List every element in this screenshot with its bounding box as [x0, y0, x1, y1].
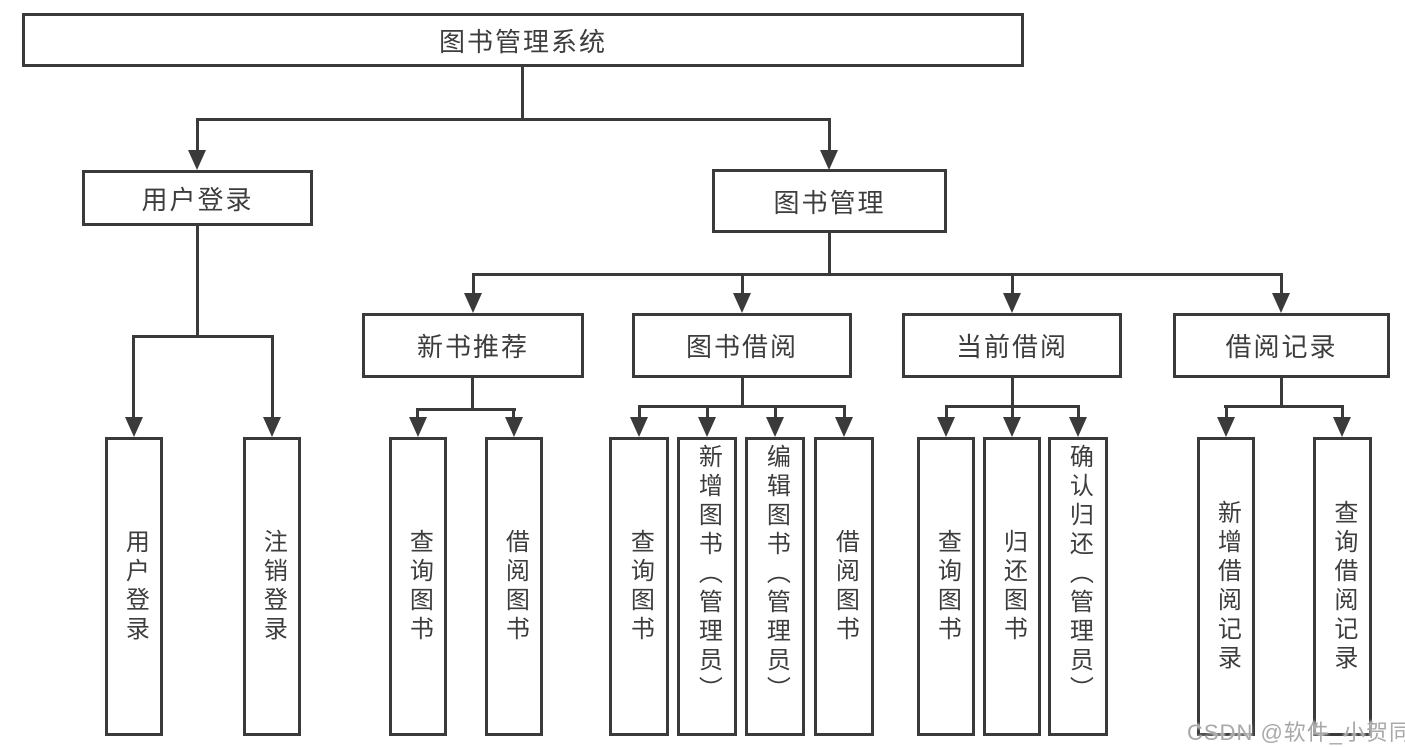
- node-label: 编辑图书（管理员）: [762, 444, 790, 705]
- leaf-confirm-return-admin: 确认归还（管理员）: [1048, 437, 1108, 736]
- node-label: 归还图书: [999, 528, 1027, 645]
- node-current-borrowing: 当前借阅: [902, 313, 1122, 378]
- node-label: 图书管理系统: [438, 26, 607, 57]
- connector-line: [706, 405, 709, 419]
- arrow-down-icon: [630, 417, 648, 437]
- node-label: 图书管理: [773, 187, 886, 218]
- arrow-down-icon: [1217, 417, 1235, 437]
- arrow-down-icon: [263, 417, 281, 437]
- leaf-borrow-books-borrowing: 借阅图书: [814, 437, 874, 736]
- leaf-add-books-admin: 新增图书（管理员）: [677, 437, 737, 736]
- arrow-down-icon: [1069, 417, 1087, 437]
- leaf-borrow-books-recommend: 借阅图书: [485, 437, 543, 736]
- arrow-down-icon: [1003, 293, 1021, 313]
- connector-line: [741, 378, 744, 405]
- connector-line: [1224, 405, 1343, 408]
- leaf-query-books-borrowing: 查询图书: [609, 437, 669, 736]
- leaf-logout: 注销登录: [243, 437, 301, 736]
- leaf-query-borrow-record: 查询借阅记录: [1313, 437, 1372, 736]
- connector-line: [133, 335, 274, 338]
- arrow-down-icon: [698, 417, 716, 437]
- connector-line: [1280, 273, 1283, 295]
- connector-line: [521, 67, 524, 118]
- arrow-down-icon: [188, 150, 206, 170]
- node-label: 新书推荐: [416, 332, 529, 362]
- node-label: 查询借阅记录: [1329, 499, 1357, 674]
- node-label: 查询图书: [626, 528, 654, 645]
- arrow-down-icon: [937, 417, 955, 437]
- node-label: 图书借阅: [685, 332, 798, 362]
- leaf-edit-books-admin: 编辑图书（管理员）: [745, 437, 805, 736]
- node-label: 借阅记录: [1225, 332, 1338, 362]
- node-label: 当前借阅: [955, 332, 1068, 362]
- connector-line: [1280, 378, 1283, 405]
- connector-line: [774, 405, 777, 419]
- node-borrowing-records: 借阅记录: [1173, 313, 1390, 378]
- connector-line: [271, 335, 274, 419]
- connector-line: [1011, 378, 1014, 405]
- connector-line: [638, 405, 641, 419]
- arrow-down-icon: [125, 417, 143, 437]
- connector-line: [471, 378, 474, 408]
- connector-line: [197, 118, 831, 121]
- connector-line: [132, 335, 135, 419]
- node-label: 用户登录: [121, 528, 149, 645]
- connector-line: [945, 405, 948, 419]
- csdn-watermark: CSDN @软件_小贺同学: [1187, 720, 1405, 745]
- arrow-down-icon: [409, 417, 427, 437]
- connector-line: [196, 118, 199, 151]
- arrow-down-icon: [766, 417, 784, 437]
- arrow-down-icon: [505, 417, 523, 437]
- connector-line: [638, 405, 846, 408]
- arrow-down-icon: [835, 417, 853, 437]
- connector-line: [828, 118, 831, 151]
- connector-line: [1341, 405, 1344, 419]
- node-book-management: 图书管理: [712, 169, 947, 233]
- arrow-down-icon: [464, 293, 482, 313]
- connector-line: [843, 405, 846, 419]
- node-new-book-recommend: 新书推荐: [362, 313, 584, 378]
- node-label: 确认归还（管理员）: [1065, 444, 1093, 705]
- node-label: 用户登录: [141, 184, 254, 215]
- node-label: 注销登录: [259, 528, 287, 645]
- connector-line: [472, 273, 475, 295]
- arrow-down-icon: [820, 150, 838, 170]
- connector-line: [417, 408, 516, 411]
- node-label: 查询图书: [933, 528, 961, 645]
- node-library-management-system: 图书管理系统: [22, 13, 1024, 67]
- node-label: 新增借阅记录: [1213, 499, 1241, 674]
- node-label: 借阅图书: [831, 528, 859, 645]
- connector-line: [1011, 405, 1014, 419]
- node-label: 新增图书（管理员）: [694, 444, 722, 705]
- connector-line: [512, 408, 515, 419]
- node-book-borrowing: 图书借阅: [632, 313, 852, 378]
- connector-line: [196, 226, 199, 335]
- leaf-add-borrow-record: 新增借阅记录: [1197, 437, 1255, 736]
- leaf-user-login: 用户登录: [105, 437, 163, 736]
- connector-line: [416, 408, 419, 419]
- arrow-down-icon: [1333, 417, 1351, 437]
- arrow-down-icon: [1272, 293, 1290, 313]
- connector-line: [473, 273, 1283, 276]
- connector-line: [741, 273, 744, 295]
- node-label: 借阅图书: [501, 528, 529, 645]
- arrow-down-icon: [1003, 417, 1021, 437]
- leaf-query-books-recommend: 查询图书: [389, 437, 447, 736]
- connector-line: [1077, 405, 1080, 419]
- connector-line: [1225, 405, 1228, 419]
- node-user-login: 用户登录: [82, 170, 313, 226]
- leaf-return-books: 归还图书: [983, 437, 1041, 736]
- connector-line: [1011, 273, 1014, 295]
- connector-line: [828, 233, 831, 273]
- arrow-down-icon: [733, 293, 751, 313]
- node-label: 查询图书: [405, 528, 433, 645]
- leaf-query-books-current: 查询图书: [917, 437, 975, 736]
